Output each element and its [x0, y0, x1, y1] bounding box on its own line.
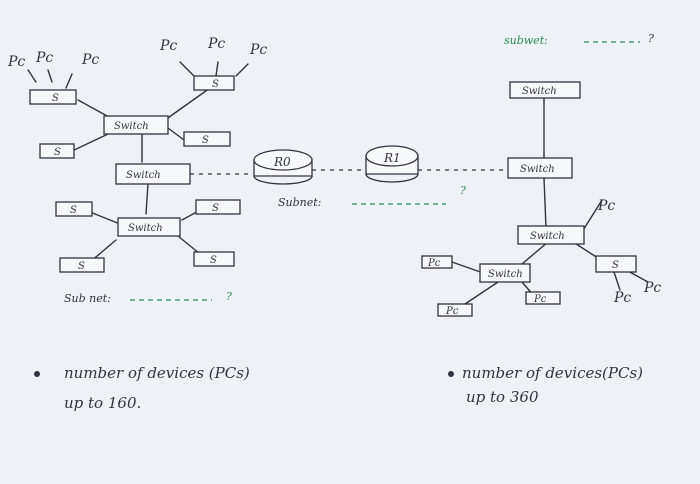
switch-s-box: S — [193, 75, 235, 91]
svg-text:Switch: Switch — [488, 269, 523, 280]
pc-label: Pc — [35, 50, 53, 66]
switch-s-box: S — [29, 89, 77, 105]
switch-middle-right: Switch — [507, 157, 573, 179]
right-bullet-line2: up to 360 — [466, 388, 539, 406]
subnet-middle-question: ? — [460, 184, 466, 197]
switch-lower-right: Switch — [517, 225, 585, 245]
subnet-right-question: ? — [648, 32, 654, 45]
switch-top-right: Switch — [509, 81, 581, 99]
pc-label: Pc — [249, 42, 267, 58]
switch-s-box: S — [595, 255, 637, 273]
svg-text:Switch: Switch — [522, 86, 557, 97]
pc-label: Pc — [613, 290, 631, 306]
svg-text:S: S — [612, 260, 619, 271]
subnet-left-label: Sub net: — [64, 292, 111, 305]
pc-label: Pc — [81, 52, 99, 68]
svg-text:Switch: Switch — [520, 164, 555, 175]
left-bullet-line2: up to 160. — [64, 394, 141, 412]
switch-small-right: Switch — [479, 263, 531, 283]
router-r1: R1 — [365, 145, 419, 183]
pc-label: Pc — [159, 38, 177, 54]
pc-label: Pc — [643, 280, 661, 296]
switch-top-left: Switch — [103, 115, 169, 135]
svg-text:S: S — [78, 261, 85, 272]
svg-text:S: S — [210, 255, 217, 266]
right-bullet-line1: number of devices(PCs) — [462, 364, 643, 382]
pc-box: Pc — [437, 303, 473, 317]
bullet-right — [448, 371, 454, 377]
svg-text:Switch: Switch — [114, 121, 149, 132]
switch-s-box: S — [195, 199, 241, 215]
subnet-right-label: subwet: — [504, 34, 548, 47]
svg-text:Switch: Switch — [128, 223, 163, 234]
switch-bottom-left: Switch — [117, 217, 181, 237]
switch-s-box: S — [59, 257, 105, 273]
pc-label: Pc — [7, 54, 25, 70]
left-bullet-line1: number of devices (PCs) — [64, 364, 250, 382]
svg-text:Pc: Pc — [445, 306, 459, 317]
router-r0: R0 — [253, 149, 313, 185]
pc-box: Pc — [525, 291, 561, 305]
svg-text:S: S — [212, 203, 219, 214]
switch-middle-left: Switch — [115, 163, 191, 185]
switch-s-box: S — [39, 143, 75, 159]
svg-text:S: S — [202, 135, 209, 146]
svg-text:R1: R1 — [383, 151, 401, 165]
switch-s-box: S — [55, 201, 93, 217]
svg-text:Pc: Pc — [427, 258, 441, 269]
svg-text:S: S — [70, 205, 77, 216]
svg-text:Pc: Pc — [533, 294, 547, 305]
svg-text:S: S — [52, 93, 59, 104]
svg-text:S: S — [54, 147, 61, 158]
switch-s-box: S — [193, 251, 235, 267]
bullet-left — [34, 371, 40, 377]
subnet-left-question: ? — [226, 290, 232, 303]
pc-label: Pc — [597, 198, 615, 214]
svg-text:S: S — [212, 79, 219, 90]
pc-box: Pc — [421, 255, 453, 269]
svg-text:Switch: Switch — [530, 231, 565, 242]
switch-s-box: S — [183, 131, 231, 147]
svg-text:R0: R0 — [273, 155, 291, 169]
svg-text:Switch: Switch — [126, 170, 161, 181]
pc-label: Pc — [207, 36, 225, 52]
subnet-middle-label: Subnet: — [278, 196, 321, 209]
